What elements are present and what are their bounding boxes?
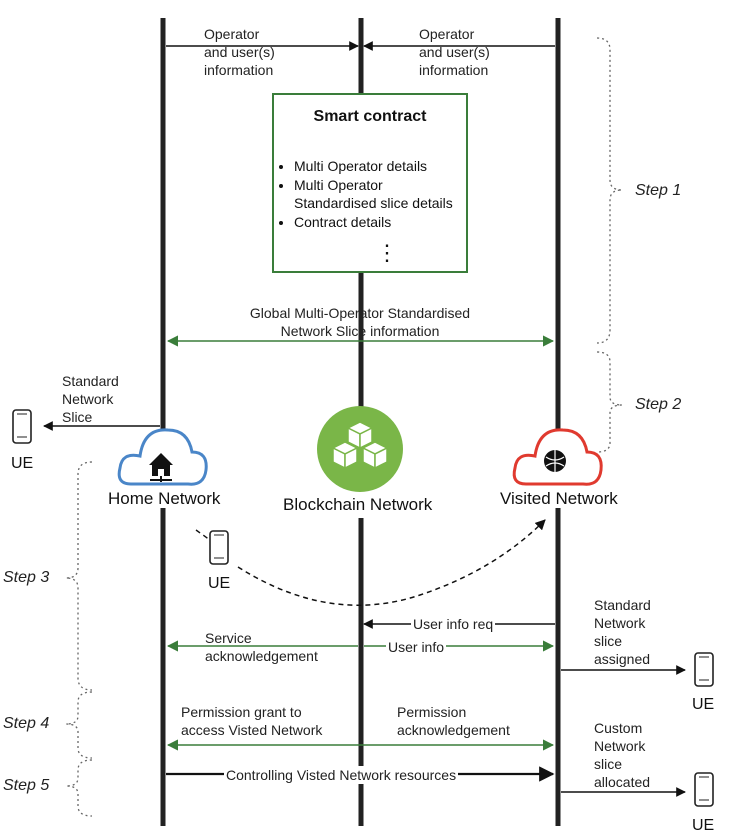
globe-icon bbox=[544, 450, 566, 472]
step-5-label: Step 5 bbox=[3, 777, 50, 794]
visited-network-label: Visited Network bbox=[500, 489, 618, 508]
blockchain-network-label: Blockchain Network bbox=[283, 495, 433, 514]
smart-contract-box: Smart contract Multi Operator details Mu… bbox=[272, 93, 468, 273]
step4-brace bbox=[65, 691, 93, 759]
step-3-label: Step 3 bbox=[3, 569, 50, 586]
list-item: Multi Operator details bbox=[294, 157, 453, 176]
more-items-indicator: ⋮ bbox=[376, 240, 398, 265]
phone-icon bbox=[12, 409, 32, 444]
step-2-label: Step 2 bbox=[635, 396, 682, 413]
user-info-req-label: User info req bbox=[411, 615, 496, 633]
smart-contract-list: Multi Operator details Multi Operator St… bbox=[274, 157, 453, 231]
standard-slice-assigned-label: Standard Network slice assigned bbox=[594, 597, 651, 667]
permission-grant-label: Permission grant to access Visted Networ… bbox=[181, 704, 323, 738]
blockchain-icon bbox=[317, 406, 403, 492]
controlling-label: Controlling Visted Network resources bbox=[224, 766, 459, 784]
step-4-label: Step 4 bbox=[3, 715, 50, 732]
smart-contract-title: Smart contract bbox=[313, 108, 427, 125]
roaming-dashed-arrow bbox=[195, 529, 211, 541]
ue-label: UE bbox=[208, 575, 231, 592]
phone-icon bbox=[209, 530, 229, 565]
home-icon bbox=[149, 453, 173, 482]
step3-brace bbox=[65, 461, 93, 691]
roaming-dashed-curve bbox=[237, 519, 546, 606]
phone-icon bbox=[694, 652, 714, 687]
permission-ack-label: Permission acknowledgement bbox=[397, 704, 510, 738]
step5-brace bbox=[65, 759, 93, 817]
home-network-label: Home Network bbox=[108, 489, 221, 508]
custom-slice-label: Custom Network slice allocated bbox=[594, 720, 651, 790]
ue-label: UE bbox=[692, 696, 715, 713]
operator-info-left-label: Operator and user(s) information bbox=[204, 26, 275, 78]
standard-slice-label: Standard Network Slice bbox=[62, 373, 119, 425]
operator-info-right-label: Operator and user(s) information bbox=[419, 26, 490, 78]
list-item: Multi Operator Standardised slice detail… bbox=[294, 176, 453, 213]
ue-label: UE bbox=[11, 455, 34, 472]
step1-brace bbox=[596, 37, 623, 344]
step2-brace bbox=[596, 351, 623, 453]
service-ack-label: Service acknowledgement bbox=[205, 630, 318, 664]
ue-label: UE bbox=[692, 817, 715, 834]
list-item: Contract details bbox=[294, 213, 453, 232]
global-info-label: Global Multi-Operator Standardised Netwo… bbox=[249, 305, 471, 339]
step-1-label: Step 1 bbox=[635, 182, 682, 199]
phone-icon bbox=[694, 772, 714, 807]
user-info-label: User info bbox=[386, 638, 447, 656]
